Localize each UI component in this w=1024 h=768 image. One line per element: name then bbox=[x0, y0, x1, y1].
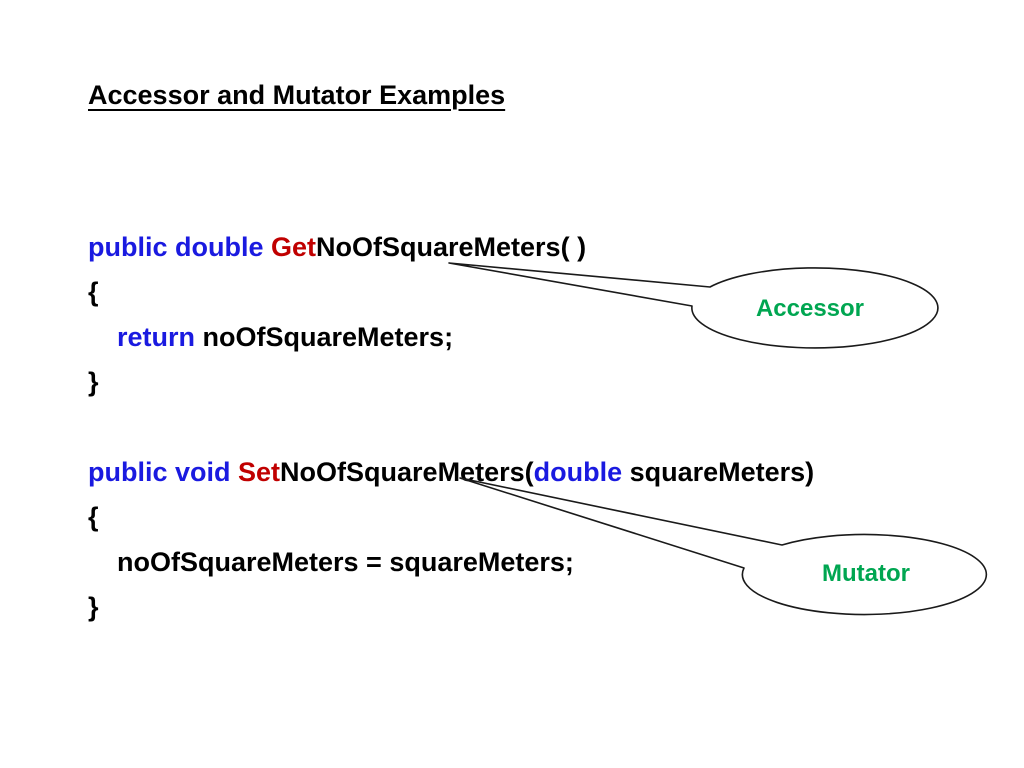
code-segment: NoOfSquareMeters( ) bbox=[316, 232, 587, 262]
code-line: public void SetNoOfSquareMeters(double s… bbox=[88, 450, 814, 495]
mutator-code-block: public void SetNoOfSquareMeters(double s… bbox=[88, 450, 814, 630]
code-segment: double bbox=[533, 457, 623, 487]
accessor-callout-label: Accessor bbox=[756, 295, 864, 322]
code-segment: } bbox=[88, 592, 99, 622]
code-segment: return bbox=[117, 322, 203, 352]
code-line: } bbox=[88, 360, 586, 405]
code-segment: noOfSquareMeters; bbox=[202, 322, 454, 352]
code-line: return noOfSquareMeters; bbox=[88, 315, 586, 360]
code-line: { bbox=[88, 270, 586, 315]
code-segment: noOfSquareMeters = squareMeters; bbox=[117, 547, 574, 577]
code-line: } bbox=[88, 585, 814, 630]
code-segment: public void bbox=[88, 457, 239, 487]
code-segment: Get bbox=[271, 232, 317, 262]
code-line: noOfSquareMeters = squareMeters; bbox=[88, 540, 814, 585]
slide-title: Accessor and Mutator Examples bbox=[88, 80, 506, 110]
code-segment: squareMeters) bbox=[622, 457, 815, 487]
code-segment: NoOfSquareMeters( bbox=[280, 457, 534, 487]
code-segment: Set bbox=[238, 457, 281, 487]
code-segment: { bbox=[88, 502, 99, 532]
code-segment: public double bbox=[88, 232, 271, 262]
code-segment: } bbox=[88, 367, 99, 397]
accessor-code-block: public double GetNoOfSquareMeters( ) { ret… bbox=[88, 225, 586, 405]
code-line: { bbox=[88, 495, 814, 540]
code-line: public double GetNoOfSquareMeters( ) bbox=[88, 225, 586, 270]
mutator-callout-label: Mutator bbox=[822, 560, 910, 587]
code-segment: { bbox=[88, 277, 99, 307]
